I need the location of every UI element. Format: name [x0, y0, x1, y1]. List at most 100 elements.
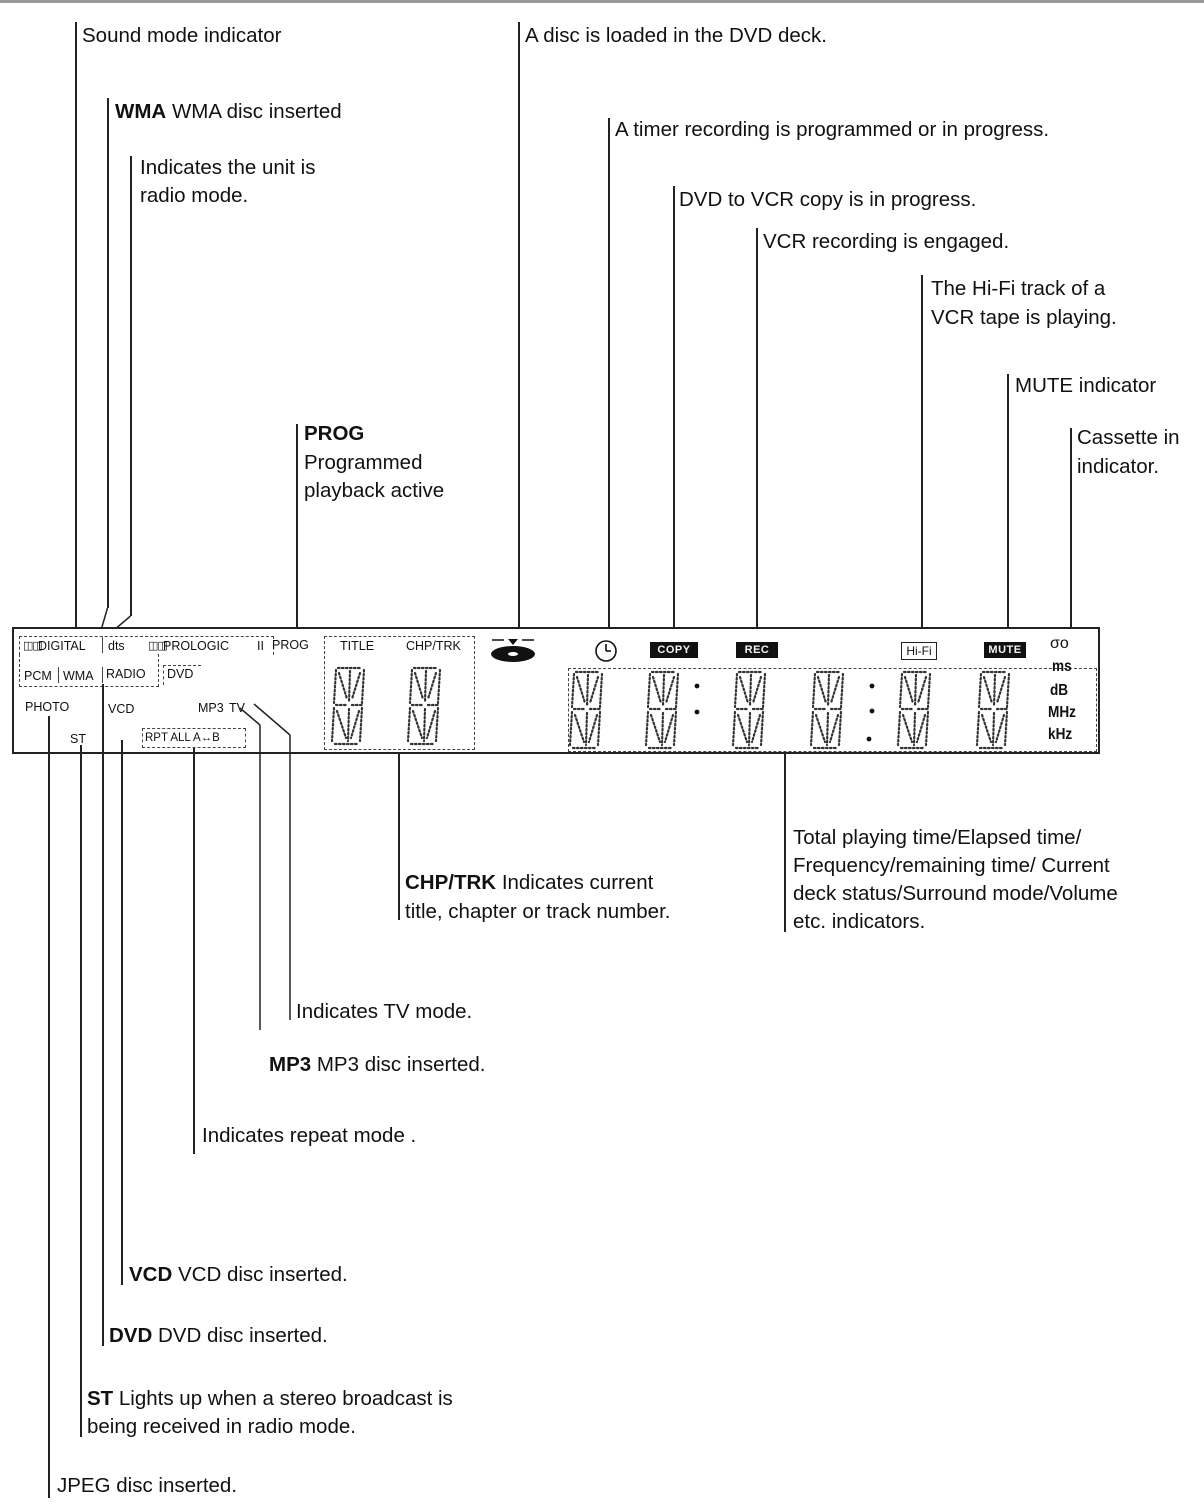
- callout-chptrk-line1: CHP/TRK Indicates current: [405, 869, 653, 897]
- callout-radio-line1: Indicates the unit is: [140, 156, 316, 179]
- panel-db: dB: [1050, 682, 1069, 699]
- colon-dots-1: [694, 683, 700, 715]
- panel-rec-badge: REC: [736, 642, 778, 658]
- time-digit-5: [896, 670, 932, 750]
- callout-sound-mode: Sound mode indicator: [82, 24, 282, 47]
- dvd-outline: [163, 665, 201, 685]
- callout-st-line2: being received in radio mode.: [87, 1415, 356, 1438]
- leader-mute: [1007, 374, 1009, 642]
- panel-vcd: VCD: [108, 702, 135, 716]
- callout-st-bold: ST: [87, 1387, 114, 1410]
- leader-cassette: [1070, 428, 1072, 640]
- time-digit-3: [731, 670, 767, 750]
- panel-mp3: MP3: [198, 701, 224, 715]
- callout-mp3-bold: MP3: [269, 1053, 312, 1076]
- time-digit-2: [644, 670, 680, 750]
- leader-wma: [107, 98, 109, 608]
- callout-dvd-text: DVD disc inserted.: [158, 1324, 328, 1347]
- panel-wma: WMA: [63, 669, 94, 683]
- front-display-panel: ◫◫ DIGITAL dts ◫◫ PROLOGIC II PROG PCM W…: [12, 627, 1100, 754]
- callout-copy: DVD to VCR copy is in progress.: [679, 188, 977, 211]
- callout-dvd: DVD DVD disc inserted.: [109, 1322, 328, 1350]
- leader-st: [80, 745, 82, 1437]
- panel-photo: PHOTO: [25, 700, 70, 714]
- callout-hifi-line2: VCR tape is playing.: [931, 306, 1117, 329]
- panel-divider-2: [58, 667, 59, 683]
- callout-cassette-line1: Cassette in: [1077, 426, 1180, 449]
- panel-title: TITLE: [340, 639, 375, 653]
- time-digit-6: [975, 670, 1011, 750]
- leader-repeat: [193, 748, 195, 1154]
- callout-vcd-text: VCD disc inserted.: [178, 1263, 348, 1286]
- leader-vcd: [121, 740, 123, 1285]
- panel-hifi-badge: Hi-Fi: [901, 642, 937, 660]
- callout-total-line1: Total playing time/Elapsed time/: [793, 826, 1082, 849]
- callout-prog-line1: Programmed: [304, 451, 423, 474]
- panel-prog: PROG: [272, 638, 309, 652]
- callout-timer: A timer recording is programmed or in pr…: [615, 118, 1050, 141]
- panel-tv: TV: [229, 701, 245, 715]
- callout-dvd-bold: DVD: [109, 1324, 153, 1347]
- title-chptrk-outline: [324, 636, 475, 750]
- top-rule: [0, 0, 1204, 3]
- leader-jpeg: [48, 716, 50, 1498]
- leader-timer: [608, 118, 610, 642]
- main-display-outline: [568, 668, 1097, 752]
- leader-chptrk: [398, 752, 400, 920]
- callout-tv: Indicates TV mode.: [296, 1000, 473, 1023]
- leader-rec: [756, 228, 758, 642]
- colon-dots-2: [866, 683, 875, 742]
- panel-prologic-ii: II: [257, 639, 264, 653]
- leader-mp3-tv-diagonals: [239, 703, 291, 1030]
- callout-mp3: MP3 MP3 disc inserted.: [269, 1051, 485, 1079]
- callout-disc-loaded: A disc is loaded in the DVD deck.: [525, 24, 827, 47]
- leader-total-time: [784, 752, 786, 932]
- leader-disc-loaded: [518, 22, 520, 632]
- panel-copy-badge: COPY: [650, 642, 698, 658]
- panel-prologic: PROLOGIC: [163, 639, 229, 653]
- cassette-icon: σο: [1050, 635, 1069, 652]
- panel-mhz: MHz: [1048, 704, 1076, 721]
- panel-khz: kHz: [1048, 726, 1073, 743]
- callout-jpeg: JPEG disc inserted.: [57, 1474, 238, 1497]
- callout-chptrk-text: Indicates current: [501, 871, 654, 894]
- callout-st-text: Lights up when a stereo broadcast is: [118, 1387, 453, 1410]
- leader-dvd: [102, 684, 104, 1346]
- callout-prog-bold: PROG: [304, 422, 365, 445]
- leader-radio: [130, 156, 132, 616]
- callout-prog-line2: playback active: [304, 479, 445, 502]
- callout-total-line4: etc. indicators.: [793, 910, 926, 933]
- panel-repeat: RPT ALL A↔B: [145, 732, 220, 744]
- callout-vcd: VCD VCD disc inserted.: [129, 1261, 348, 1289]
- time-digit-4: [809, 670, 845, 750]
- dolby-prologic-icon: ◫◫: [148, 640, 168, 652]
- callout-wma-text: WMA disc inserted: [171, 100, 342, 123]
- leader-copy: [673, 186, 675, 642]
- repeat-outline: [142, 728, 246, 748]
- callout-total-line2: Frequency/remaining time/ Current: [793, 854, 1110, 877]
- callout-cassette-line2: indicator.: [1077, 455, 1160, 478]
- disc-loaded-icon: [491, 639, 535, 662]
- callout-radio-line2: radio mode.: [140, 184, 249, 207]
- panel-chptrk: CHP/TRK: [406, 639, 461, 653]
- dolby-digital-icon: ◫◫: [23, 640, 43, 652]
- leader-hifi: [921, 275, 923, 642]
- panel-dts: dts: [108, 639, 125, 653]
- panel-radio: RADIO: [106, 667, 146, 681]
- timer-clock-icon: [595, 640, 617, 662]
- callout-hifi-line1: The Hi-Fi track of a: [931, 277, 1106, 300]
- callout-rec: VCR recording is engaged.: [763, 230, 1010, 253]
- callout-total-line3: deck status/Surround mode/Volume: [793, 882, 1118, 905]
- title-digit: [330, 666, 366, 746]
- callout-chptrk-bold: CHP/TRK: [405, 871, 497, 894]
- callout-wma-bold: WMA: [115, 100, 167, 123]
- panel-divider-1: [102, 637, 103, 653]
- panel-ms: ms: [1052, 658, 1072, 675]
- callout-chptrk-line2: title, chapter or track number.: [405, 900, 671, 923]
- callout-mute: MUTE indicator: [1015, 374, 1157, 397]
- callout-repeat: Indicates repeat mode .: [202, 1124, 417, 1147]
- sound-mode-group-outline: [19, 636, 274, 655]
- panel-dvd: DVD: [167, 667, 194, 681]
- callout-vcd-bold: VCD: [129, 1263, 173, 1286]
- panel-st: ST: [70, 732, 86, 746]
